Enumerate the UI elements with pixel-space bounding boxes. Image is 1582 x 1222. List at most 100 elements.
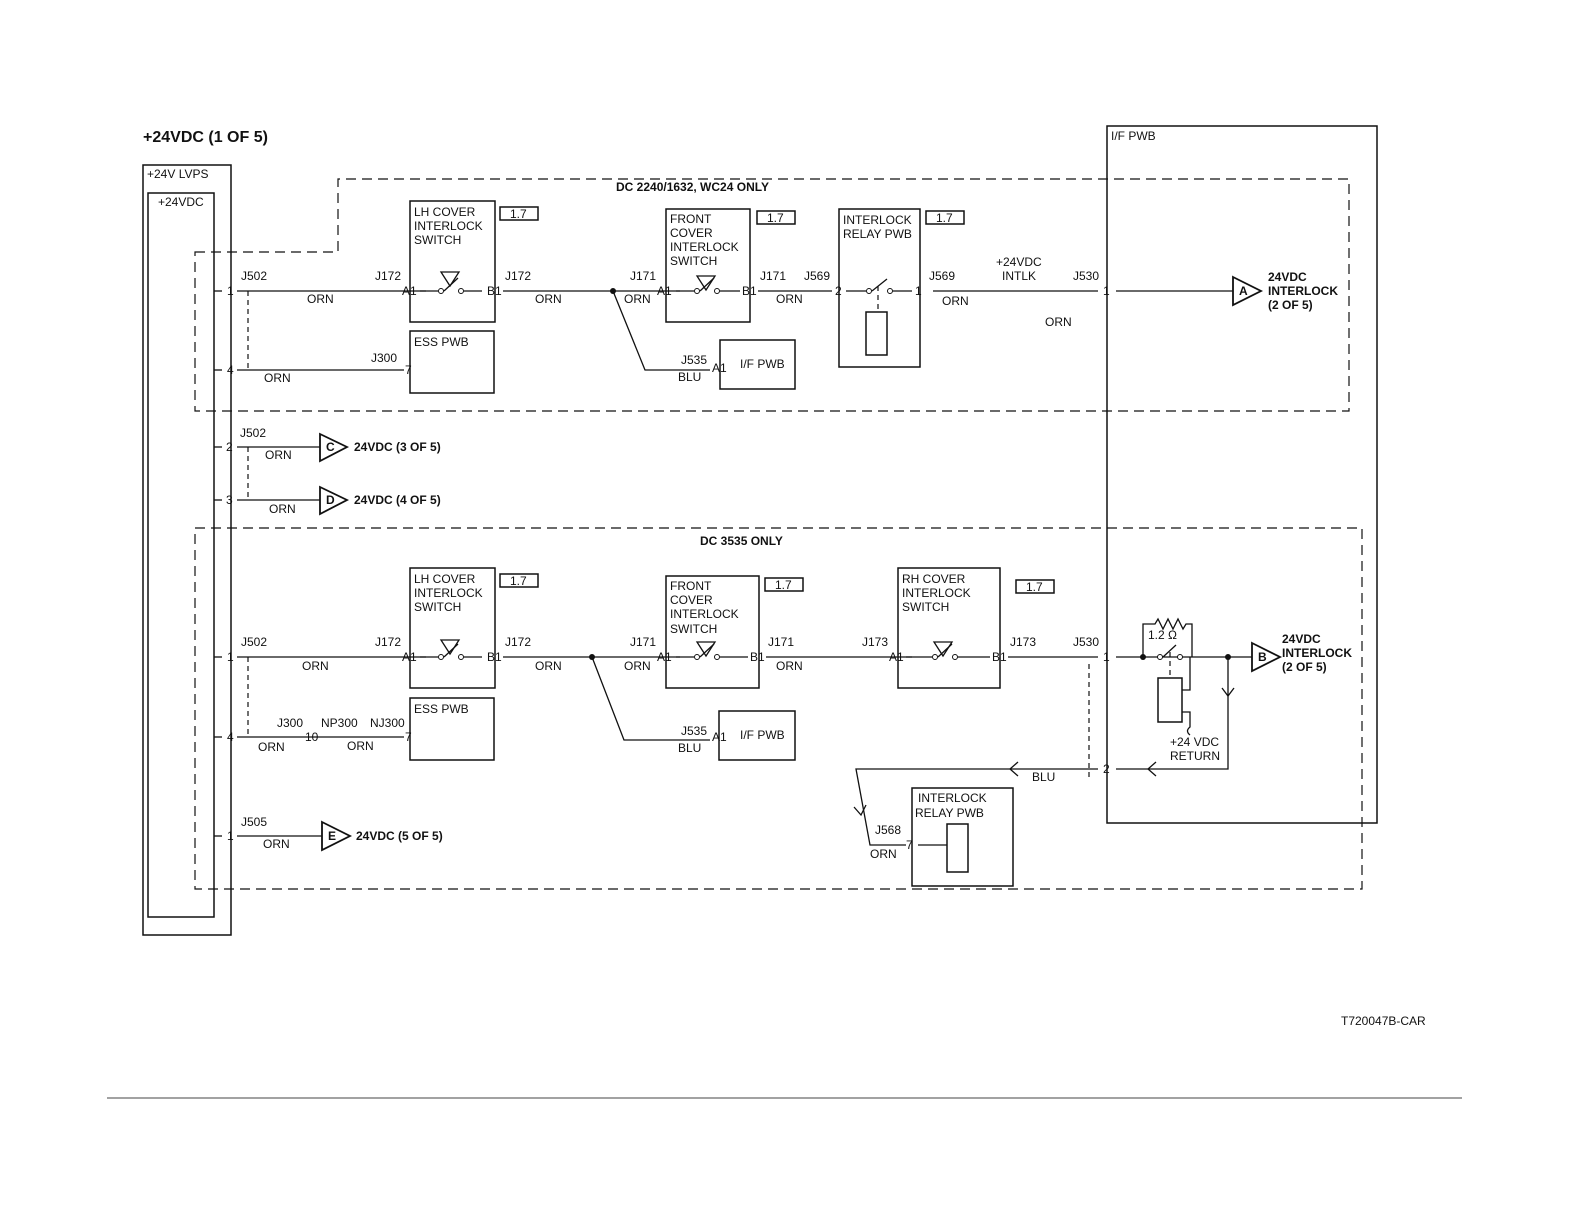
conn-nj300: NJ300 [370,716,405,730]
pin-b1: B1 [742,284,757,298]
ref-value: 1.7 [936,211,953,225]
lvps-block: +24V LVPS +24VDC [142,164,232,936]
conn-j535: J535 [681,353,707,367]
pin-b1: B1 [992,650,1007,664]
ref-value: 1.7 [767,211,784,225]
page-title: +24VDC (1 OF 5) [143,129,268,146]
actuator-triangle [695,275,717,292]
ref-value: 1.7 [1026,580,1043,594]
relay-label-1: INTERLOCK [918,791,987,805]
switch-contact [458,654,464,660]
conn-j505: J505 [241,815,267,829]
ref-value: 1.7 [775,578,792,592]
lvps-inner-label: +24VDC [158,195,204,209]
rh-cover-switch [897,567,1001,689]
ref-tag [925,210,965,225]
rh-cover-label-2: INTERLOCK [902,586,971,600]
front-cover-label-3: INTERLOCK [670,240,739,254]
relay-contact [1157,654,1163,660]
wire-label-orn: ORN [258,740,285,754]
relay-coil [1157,677,1183,723]
lh-cover-switch-bottom [409,567,496,689]
pin-7: 7 [405,363,412,377]
conn-j172-in: J172 [375,635,401,649]
pin-a1: A1 [657,284,672,298]
front-cover-label-1: FRONT [670,579,712,593]
switch-contact [714,654,720,660]
resistor-value: 1.2 Ω [1148,628,1177,642]
output-flag-d [319,485,350,516]
conn-j530-bottom: J530 [1073,635,1099,649]
actuator-triangle [932,641,954,658]
if-pwb-label: I/F PWB [740,728,785,742]
arrow-left [1147,761,1157,777]
wire-label-orn: ORN [307,292,334,306]
rh-cover-label-1: RH COVER [902,572,966,586]
pin-7: 7 [906,838,913,852]
relay-contact [1177,654,1183,660]
output-letter-b: B [1258,650,1267,664]
conn-j502-bottom: J502 [241,635,267,649]
wire-blu-branch [612,290,710,371]
front-cover-label-4: SWITCH [670,622,717,636]
ref-value: 1.7 [510,574,527,588]
ref-tag [1015,579,1055,594]
conn-j173-in: J173 [862,635,888,649]
conn-j502-mid: J502 [240,426,266,440]
intlk-label-2: INTLK [1002,269,1036,283]
pin-4: 4 [227,730,234,744]
conn-j502-top: J502 [241,269,267,283]
switch-contact [694,288,700,294]
relay-label-2: RELAY PWB [843,227,912,241]
wire-label-orn: ORN [870,847,897,861]
actuator-triangle [695,641,717,658]
arrow-left [1009,761,1019,777]
output-letter-a: A [1239,284,1248,298]
output-a-text-1: 24VDC [1268,270,1307,284]
lh-cover-label-3: SWITCH [414,233,461,247]
wire-label-orn: ORN [624,659,651,673]
ref-value: 1.7 [510,207,527,221]
actuator-triangle [439,639,461,656]
lh-cover-label-1: LH COVER [414,572,476,586]
conn-j300-top: J300 [371,351,397,365]
relay-blade [1162,644,1177,658]
return-label-1: +24 VDC [1170,735,1219,749]
switch-contact [694,654,700,660]
pin-1: 1 [1103,284,1110,298]
output-letter-e: E [328,829,336,843]
conn-j569-out: J569 [929,269,955,283]
switch-contact [458,288,464,294]
lh-cover-label-1: LH COVER [414,205,476,219]
switch-contact [932,654,938,660]
pin-1: 1 [1103,650,1110,664]
pin-a1: A1 [657,650,672,664]
wire-label-orn: ORN [624,292,651,306]
wire-label-orn: ORN [265,448,292,462]
if-pwb-box-top [719,339,796,390]
region-top-outline [194,178,1350,412]
ess-pwb-box-top [409,330,495,394]
conn-j171-in: J171 [630,635,656,649]
conn-j171-out: J171 [760,269,786,283]
output-flag-b [1251,641,1283,673]
wire-label-orn: ORN [1045,315,1072,329]
rh-cover-label-3: SWITCH [902,600,949,614]
conn-j530: J530 [1073,269,1099,283]
lvps-label: +24V LVPS [147,167,209,181]
conn-j172-in: J172 [375,269,401,283]
conn-j171-in: J171 [630,269,656,283]
front-cover-switch-top [665,208,751,323]
pin-7: 7 [405,730,412,744]
lh-cover-switch-top [409,200,496,323]
ess-pwb-label: ESS PWB [414,702,469,716]
ref-tag [756,210,796,225]
pin-b1: B1 [487,284,502,298]
output-a-text-3: (2 OF 5) [1268,298,1313,312]
if-pwb-box-bottom [718,710,796,761]
wire-label-orn: ORN [776,659,803,673]
pin-a1: A1 [889,650,904,664]
pin-1-top: 1 [227,284,234,298]
conn-j172-out: J172 [505,269,531,283]
arrow-down [853,804,867,817]
